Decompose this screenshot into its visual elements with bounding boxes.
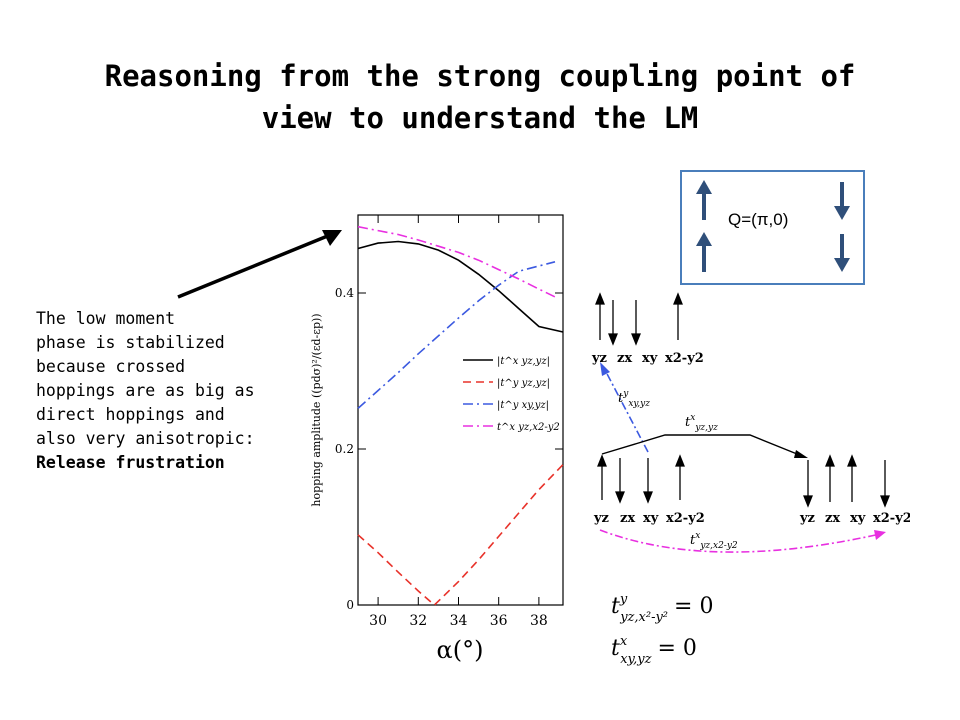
orbital-label-yz: yz [591, 351, 607, 366]
q-vector-box: Q=(π,0) [680, 170, 865, 285]
series-line-2 [357, 464, 564, 607]
title-line-1: Reasoning from the strong coupling point… [104, 59, 856, 93]
plot-frame [357, 214, 564, 606]
top-site-arrows [595, 292, 683, 346]
orbital-label-x2y2: x2-y2 [666, 511, 705, 526]
note-line: phase is stabilized [36, 333, 225, 352]
y-tick-label: 0.2 [335, 442, 354, 456]
series-line-1 [357, 240, 564, 333]
note-bold-line: Release frustration [36, 453, 225, 472]
note-line: because crossed [36, 357, 186, 376]
spin-down-arrow [834, 182, 850, 220]
orbital-label-yz: yz [799, 511, 815, 526]
hop-label-yz-yz: txyz,yz [685, 413, 718, 433]
y-axis-label: hopping amplitude ((pdσ)²/(εd-εp)) [310, 313, 323, 506]
legend-label: t^x yz,x2-y2 [497, 422, 560, 433]
x-tick-label: 36 [490, 613, 508, 629]
legend-label: |t^x yz,yz| [497, 356, 550, 367]
y-tick-label: 0 [346, 598, 354, 612]
orbital-label-xy: xy [850, 511, 866, 526]
title-line-2: view to understand the LM [261, 101, 699, 135]
spin-up-arrow [696, 232, 712, 272]
bottom-left-site-arrows [597, 454, 685, 504]
orbital-label-xy: xy [643, 511, 659, 526]
note-line: direct hoppings and [36, 405, 225, 424]
hop-yz-x2y2 [599, 529, 886, 553]
orbital-label-zx: zx [617, 351, 632, 366]
orbital-label-x2y2: x2-y2 [665, 351, 704, 366]
orbital-hopping-diagram: yz zx xy x2-y2 yz zx xy x2-y2 yz zx xy x… [591, 292, 910, 553]
hop-yz-yz [601, 434, 808, 458]
y-tick-label: 0.4 [335, 286, 354, 300]
bottom-right-site-arrows [803, 454, 890, 508]
chart-legend: |t^x yz,yz| |t^y yz,yz| |t^y xy,yz| t^x yz,… [463, 356, 560, 433]
explanation-note: The low moment phase is stabilized becau… [36, 307, 286, 475]
spin-down-arrow [834, 234, 850, 272]
x-tick-label: 30 [369, 613, 387, 629]
legend-label: |t^y xy,yz| [497, 400, 549, 411]
orbital-label-x2y2: x2-y2 [873, 511, 910, 526]
orbital-label-xy: xy [642, 351, 658, 366]
series-line-4 [357, 225, 556, 298]
spin-arrows [696, 180, 850, 272]
series-line-3 [357, 261, 556, 409]
x-tick-label: 32 [409, 613, 427, 629]
hopping-chart: 30 32 34 36 38 0 0.2 0.4 hopping amplitude ((pd… [310, 214, 564, 664]
q-vector-label: Q=(π,0) [728, 210, 789, 229]
hop-label-yz-x2y2: txyz,x2-y2 [690, 531, 738, 551]
spin-up-arrow [696, 180, 712, 220]
x-tick-label: 38 [530, 613, 548, 629]
note-line: also very anisotropic: [36, 429, 255, 448]
note-line: The low moment [36, 309, 176, 328]
note-line: hoppings are as big as [36, 381, 255, 400]
hop-xy-yz [600, 362, 649, 453]
orbital-label-yz: yz [593, 511, 609, 526]
x-axis-label: α(°) [437, 636, 484, 664]
orbital-label-zx: zx [620, 511, 635, 526]
legend-label: |t^y yz,yz| [497, 378, 550, 389]
slide-title: Reasoning from the strong coupling point… [40, 55, 920, 139]
hop-label-xy-yz: tyxy,yz [618, 389, 650, 409]
orbital-label-zx: zx [825, 511, 840, 526]
x-tick-label: 34 [450, 613, 468, 629]
